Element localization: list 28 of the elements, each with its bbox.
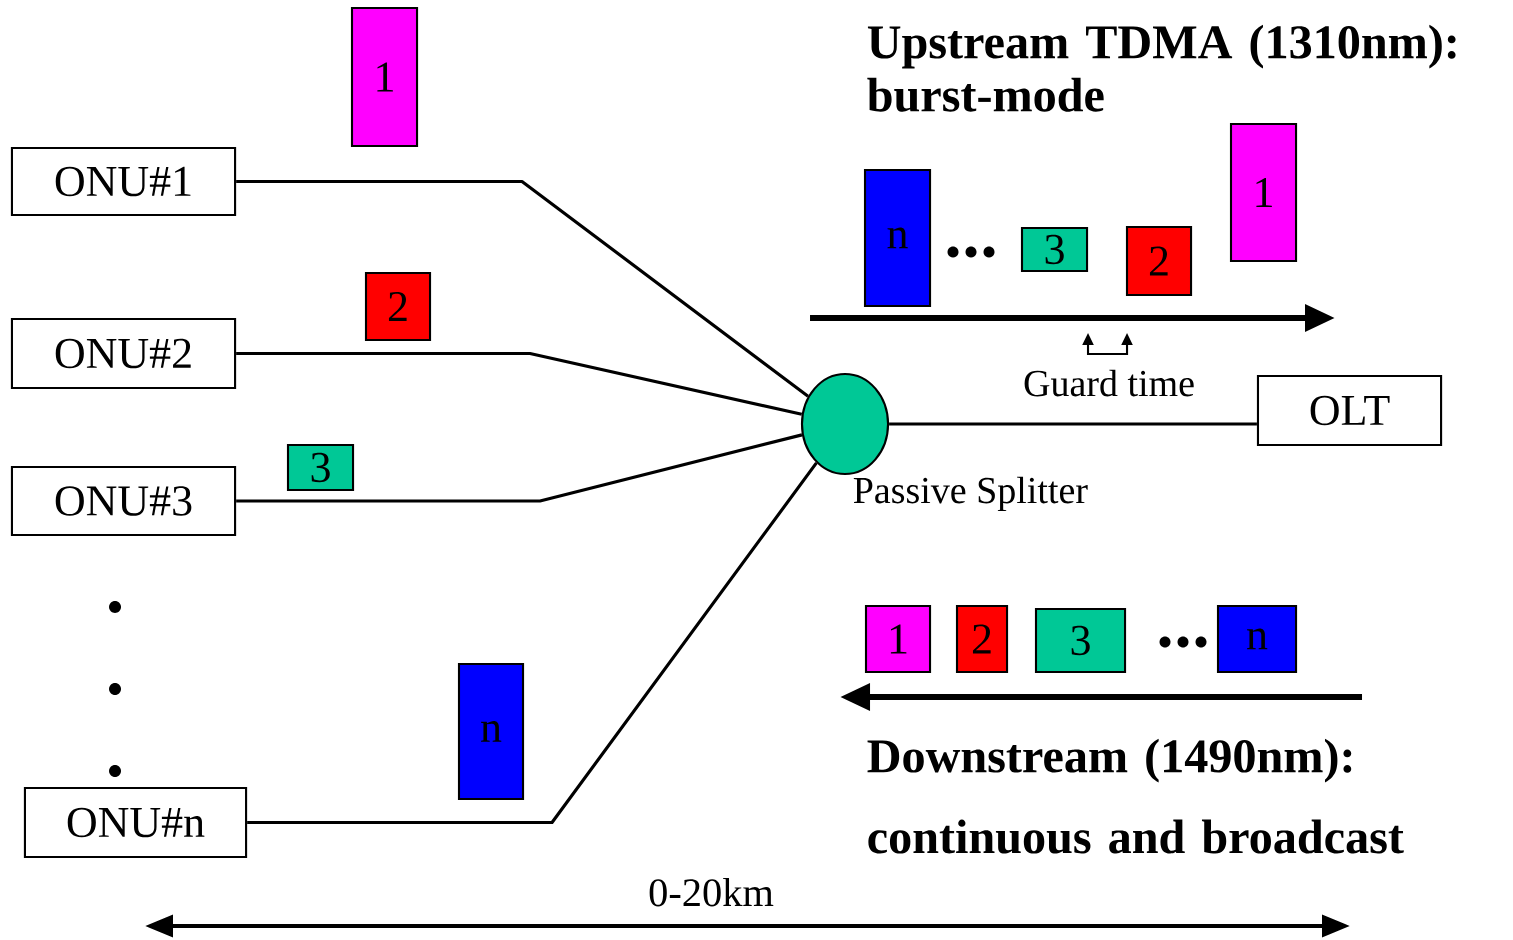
splitter-label: Passive Splitter (853, 476, 1088, 512)
packet-box: n (457, 662, 525, 801)
splitter-circle (800, 372, 890, 476)
packet-box: 1 (864, 604, 932, 674)
packet-box: 2 (364, 271, 432, 342)
packet-box: 1 (1229, 122, 1298, 263)
guard-time-label: Guard time (1024, 369, 1194, 397)
olt-box: OLT (1256, 374, 1443, 447)
packet-box: 3 (286, 443, 355, 492)
packet-box: 2 (1125, 225, 1193, 297)
packet-box: 3 (1020, 226, 1089, 273)
fiber-line (236, 433, 803, 503)
onu-box: ONU#3 (10, 465, 237, 537)
fiber-line (247, 461, 818, 825)
fiber-line (236, 179, 809, 398)
packet-box: n (1216, 604, 1298, 674)
onu-box: ONU#n (23, 786, 248, 859)
packet-box: 3 (1034, 607, 1127, 674)
distance-label: 0-20km (649, 877, 774, 907)
packet-box: n (863, 168, 932, 308)
section-heading: Downstream (1490nm): continuous and broadcast (867, 738, 1404, 854)
fiber-line (889, 422, 1257, 426)
section-heading: Upstream TDMA (1310nm): burst-mode (867, 24, 1456, 112)
onu-box: ONU#2 (10, 317, 237, 390)
onu-box: ONU#1 (10, 146, 237, 217)
fiber-line (236, 351, 803, 416)
packet-box: 2 (955, 604, 1009, 674)
packet-box: 1 (350, 6, 419, 148)
